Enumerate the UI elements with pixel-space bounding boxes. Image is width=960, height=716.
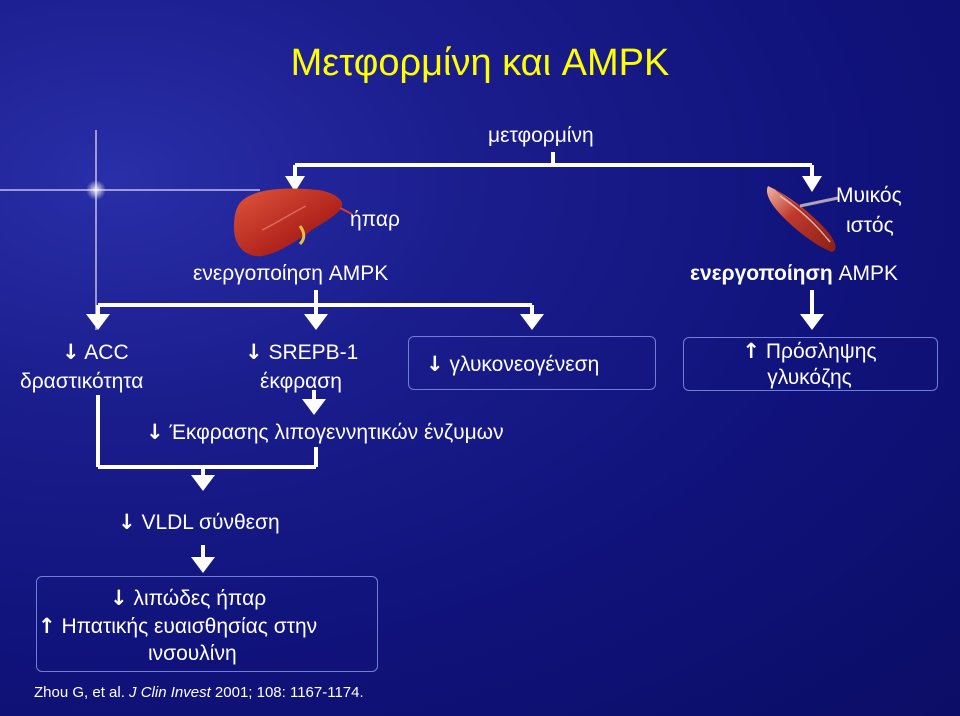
arrowhead-fatty-liver [191, 557, 215, 573]
vldl-effect: ↓ VLDL σύνθεση [118, 510, 280, 535]
down-arrow-icon: ↓ [118, 510, 136, 534]
arrowhead-vldl [191, 475, 215, 491]
muscle-activation-bold: ενεργοποίηση [690, 262, 833, 285]
arrowhead-liver [285, 176, 305, 192]
down-arrow-icon: ↓ [245, 340, 263, 364]
arrowheads [86, 176, 824, 573]
srebp-effect: ↓ SREPB-1 [245, 340, 358, 365]
insulin-sensitivity-label-line2: ινσουλίνη [148, 642, 237, 665]
up-arrow-icon: ↑ [742, 339, 761, 363]
outcome-box [36, 576, 378, 672]
gluconeogenesis-box [408, 336, 656, 390]
connector-lines [96, 152, 814, 557]
down-arrow-icon: ↓ [110, 586, 128, 610]
arrowhead-lipogenic [302, 399, 326, 415]
light-flare [0, 130, 260, 330]
arrowhead-muscle [802, 176, 822, 192]
srebp-label: SREPB-1 [268, 341, 359, 364]
citation-details: 2001; 108: 1167-1174. [210, 684, 364, 701]
down-arrow-icon: ↓ [62, 340, 80, 364]
fatty-liver-effect: ↓ λιπώδες ήπαρ [110, 586, 266, 611]
up-arrow-icon: ↑ [38, 614, 56, 638]
liver-label: ήπαρ [350, 208, 400, 231]
liver-ampk-activation: ενεργοποίηση AMPK [193, 262, 389, 285]
acc-label: ACC [84, 341, 129, 364]
muscle-illustration [766, 186, 839, 252]
citation-authors: Zhou G, et al. [34, 684, 130, 701]
glucose-uptake-line2: γλυκόζης [767, 366, 852, 389]
fatty-liver-label: λιπώδες ήπαρ [133, 587, 267, 610]
lipogenic-enzymes-effect: ↓ Έκφρασης λιπογεννητικών ένζυμων [146, 420, 504, 445]
muscle-label-line1: Μυικός [836, 184, 902, 207]
muscle-ampk-activation: ενεργοποίηση AMPK [690, 262, 898, 286]
down-arrow-icon: ↓ [426, 352, 444, 376]
glucose-uptake-label: Πρόσληψης [765, 340, 877, 363]
arrowhead-srebp [304, 314, 328, 330]
down-arrow-icon: ↓ [146, 420, 164, 444]
acc-activity-label: δραστικότητα [20, 370, 144, 393]
glucose-uptake-line1: ↑ Πρόσληψης [683, 339, 936, 364]
insulin-sensitivity-effect: ↑ Ηπατικής ευαισθησίας στην [38, 614, 317, 639]
citation-journal: J Clin Invest [129, 684, 211, 701]
arrowhead-glucose [800, 314, 824, 330]
citation: Zhou G, et al. J Clin Invest 2001; 108: … [34, 684, 364, 701]
slide-title: Μετφορμίνη και AMPK [290, 42, 670, 84]
acc-effect: ↓ ACC [62, 340, 129, 365]
glucose-uptake-box [683, 337, 938, 391]
srebp-expression-label: έκφραση [260, 370, 342, 393]
lipogenic-enzymes-label: Έκφρασης λιπογεννητικών ένζυμων [169, 421, 504, 444]
insulin-sensitivity-label: Ηπατικής ευαισθησίας στην [61, 615, 318, 638]
muscle-activation-rest: AMPK [832, 262, 899, 285]
vldl-label: VLDL σύνθεση [141, 511, 280, 534]
liver-illustration [234, 188, 353, 257]
gluconeogenesis-label: γλυκονεογένεση [449, 353, 600, 376]
gluconeogenesis-effect: ↓ γλυκονεογένεση [426, 352, 599, 377]
arrowhead-gluconeo [520, 314, 544, 330]
muscle-label-line2: ιστός [846, 214, 894, 237]
arrowhead-acc [86, 314, 110, 330]
metformin-label: μετφορμίνη [488, 124, 594, 147]
